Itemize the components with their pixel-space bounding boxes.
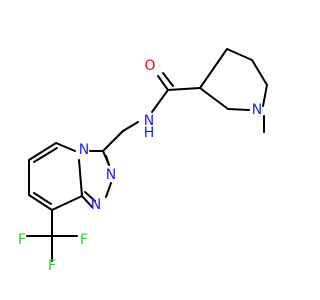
molecule-structure: O N H N N N N F F F: [0, 0, 300, 300]
bond: [28, 194, 53, 211]
bond: [105, 155, 110, 166]
bond: [78, 159, 83, 197]
bond: [28, 142, 57, 161]
bond: [251, 59, 268, 86]
fluorine-label-bottom: F: [48, 258, 56, 274]
canvas-background: [0, 0, 300, 300]
amide-h-label: H: [144, 125, 155, 141]
bond: [81, 195, 93, 208]
bond: [105, 182, 112, 198]
bond: [199, 48, 228, 89]
bond: [122, 121, 139, 132]
triazole-n-bridge-label: N: [79, 142, 89, 158]
bond: [55, 142, 76, 152]
fluorine-label-left: F: [18, 232, 26, 248]
bond: [167, 87, 201, 91]
fluorine-label-right: F: [80, 232, 88, 248]
bond-layer: [26, 48, 268, 262]
bond: [151, 89, 169, 113]
bond: [33, 147, 58, 163]
triazole-n2-label: N: [106, 167, 116, 183]
bond: [33, 192, 52, 205]
atom-label-layer: O N H N N N N F F F: [18, 58, 262, 274]
piperidine-n-label: N: [252, 102, 262, 118]
amide-n-label: N: [144, 113, 154, 129]
bond: [157, 75, 169, 91]
bond: [227, 108, 250, 111]
bond: [51, 195, 83, 211]
oxygen-label: O: [144, 58, 155, 74]
bond: [262, 84, 268, 107]
bond: [199, 87, 229, 110]
bond: [84, 191, 96, 202]
bond: [102, 130, 124, 152]
bond: [162, 72, 174, 87]
triazole-n1-label: N: [91, 197, 101, 213]
bond: [226, 48, 253, 61]
